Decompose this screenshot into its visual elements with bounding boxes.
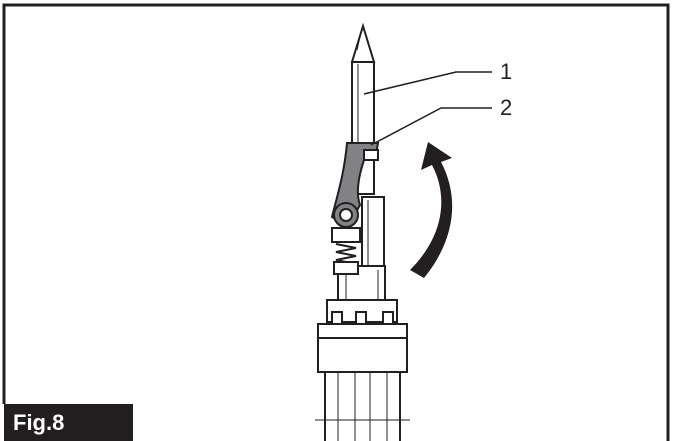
figure-border [2, 3, 670, 441]
callout-2-number: 2 [500, 95, 513, 120]
callout-2-leader [370, 107, 492, 146]
spring [331, 227, 361, 275]
rotation-arrow [410, 142, 453, 278]
callout-1-number: 1 [500, 59, 513, 84]
callout-1-leader [363, 71, 492, 95]
figure-label: Fig.8 [4, 404, 133, 441]
tool-housing [315, 299, 410, 441]
clamp-lever [330, 142, 380, 228]
